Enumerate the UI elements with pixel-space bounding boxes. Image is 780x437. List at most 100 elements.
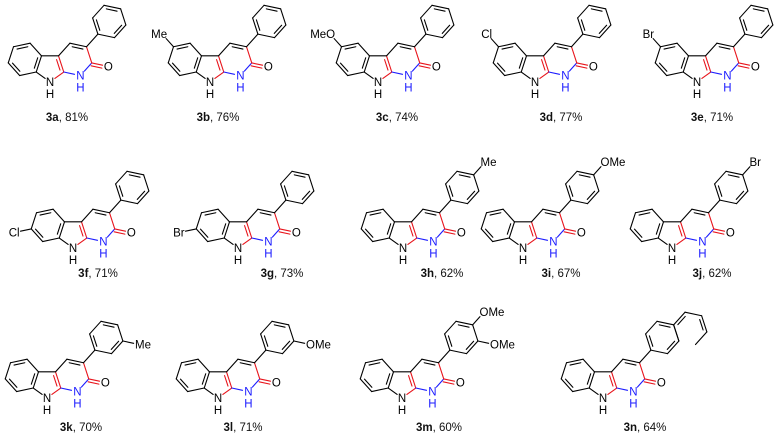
substituent-label: Cl <box>481 29 492 41</box>
compound-yield: , 62% <box>702 268 731 280</box>
pyridone-n1-c2-bond <box>636 378 646 388</box>
naphthyl-ring-bond <box>673 324 680 342</box>
aryl-ring-bond-second-line <box>281 340 291 350</box>
substituent-bond <box>472 316 481 326</box>
aryl-ring-bond-second-line <box>433 8 446 12</box>
aryl-ring-bond <box>714 170 727 185</box>
aryl-ring-bond-second-line <box>578 174 591 178</box>
pyridone-c3-c4-bond <box>554 42 573 48</box>
pyridone-c3-c4-bond-second-line <box>68 362 81 366</box>
carbonyl-oxygen-label: O <box>589 61 598 73</box>
compound-yield: , 71% <box>88 268 117 280</box>
aryl-ring-bond-second-line <box>586 190 596 200</box>
pyridone-c4-c4a-bond <box>409 358 423 373</box>
indole-nitrogen-label: N <box>69 243 77 255</box>
benzo-ring-bond-second-line <box>364 228 374 238</box>
benzo-ring-bond <box>195 55 203 73</box>
aryl-ring-bond <box>577 4 590 19</box>
pyridone-c3-c4-bond-second-line <box>399 46 412 50</box>
benzo-ring-bond <box>19 71 37 77</box>
pyrrole-c4a-c9a-bond <box>409 371 417 389</box>
substituent-bond <box>19 228 32 232</box>
aryl-ring-bond <box>598 24 612 39</box>
benzo-ring-bond <box>654 46 662 64</box>
aryl-ring-bond <box>110 340 124 355</box>
benzo-ring-bond <box>172 42 191 48</box>
amide-nitrogen-label: N <box>698 237 706 249</box>
benzo-ring-bond <box>682 55 690 73</box>
benzo-ring-bond <box>30 228 44 243</box>
indole-nh-hydrogen-label: H <box>399 255 407 267</box>
indole-nh-hydrogen-label: H <box>531 89 539 101</box>
aryl-ring-bond <box>260 333 267 351</box>
pyridone-c3-c4-bond <box>257 208 276 214</box>
pyrrole-n9-c8a-bond <box>203 387 214 396</box>
compound-caption: 3i, 67% <box>541 268 580 280</box>
aryl-ring-bond <box>576 170 595 176</box>
benzo-ring-bond <box>387 371 395 389</box>
benzo-ring-bond <box>26 358 40 373</box>
pyridone-c4-c4a-bond <box>57 42 71 57</box>
compound-id: 3k <box>60 422 73 434</box>
aryl-ring-bond-second-line <box>735 190 745 200</box>
aryl-ring-bond-second-line <box>265 8 278 12</box>
aryl-ring-bond <box>441 24 455 39</box>
pyridone-n1-c2-bond <box>251 378 261 388</box>
pyridone-c4-c4a-bond <box>410 208 424 223</box>
aryl-ring-bond-second-line <box>752 8 765 12</box>
substituent-label: Me <box>481 157 497 169</box>
aryl-link-bond <box>438 199 452 214</box>
aryl-ring-bond <box>285 199 304 205</box>
pyridone-c9a-n1-bond <box>710 71 723 75</box>
carbonyl-bond-second-line <box>643 381 656 385</box>
naphthyl-ring-bond-second-line <box>699 318 704 331</box>
pyridone-c3-c4-bond <box>69 42 88 48</box>
pyridone-c9a-n1-bond <box>416 237 429 241</box>
pyrrole-c4a-c9a-bond <box>245 221 253 239</box>
pyridone-c3-c4-bond-second-line <box>424 212 437 216</box>
pyrrole-c4a-c9a-bond <box>225 371 233 389</box>
amide-nh-hydrogen-label: H <box>549 249 557 261</box>
aryl-ring-bond <box>273 24 287 39</box>
substituent-label: OMe <box>490 340 515 352</box>
compound-caption: 3a, 81% <box>46 112 88 124</box>
naphthyl-ring-bond-second-line <box>677 315 686 326</box>
aryl-ring-bond-second-line <box>448 185 454 197</box>
aryl-ring-bond <box>473 174 480 192</box>
aryl-ring-bond <box>126 170 145 176</box>
amide-nh-hydrogen-label: H <box>76 83 84 95</box>
amide-nh-hydrogen-label: H <box>99 249 107 261</box>
benzo-ring-bond <box>187 387 205 393</box>
compound-caption: 3f, 71% <box>78 268 118 280</box>
aryl-ring-bond <box>97 33 116 39</box>
aryl-ring-bond-second-line <box>423 19 429 31</box>
pyridone-c3-c4-bond <box>542 208 561 214</box>
aryl-link-bond <box>570 33 584 48</box>
benzo-ring-bond-second-line <box>204 212 217 216</box>
substituent-label: Cl <box>9 227 20 239</box>
benzo-ring-bond <box>651 208 665 223</box>
pyridone-c4-c4a-bond <box>217 42 231 57</box>
carbonyl-oxygen-label: O <box>101 377 110 389</box>
benzo-ring-bond <box>582 358 596 373</box>
benzo-ring-bond-second-line <box>11 62 21 72</box>
benzo-ring-bond <box>480 212 488 230</box>
aryl-ring-bond <box>444 333 451 351</box>
pyrrole-c4a-c9a-bond-second-line <box>216 59 221 71</box>
benzo-ring-bond <box>7 62 21 77</box>
benzo-ring-bond <box>365 208 384 214</box>
benzo-ring-bond <box>629 212 637 230</box>
compound-caption: 3g, 73% <box>261 268 304 280</box>
benzo-ring-bond-second-line <box>386 223 392 235</box>
aryl-ring-bond-second-line <box>118 185 124 197</box>
indole-nitrogen-label: N <box>374 77 382 89</box>
aryl-ring-bond <box>420 4 433 19</box>
aryl-ring-bond-second-line <box>717 185 723 197</box>
benzo-ring-bond <box>42 237 60 243</box>
substituent-bond <box>477 340 490 344</box>
indole-nitrogen-label: N <box>399 243 407 255</box>
aryl-ring-bond <box>456 170 475 176</box>
pyridone-c9a-n1-bond <box>616 387 629 391</box>
